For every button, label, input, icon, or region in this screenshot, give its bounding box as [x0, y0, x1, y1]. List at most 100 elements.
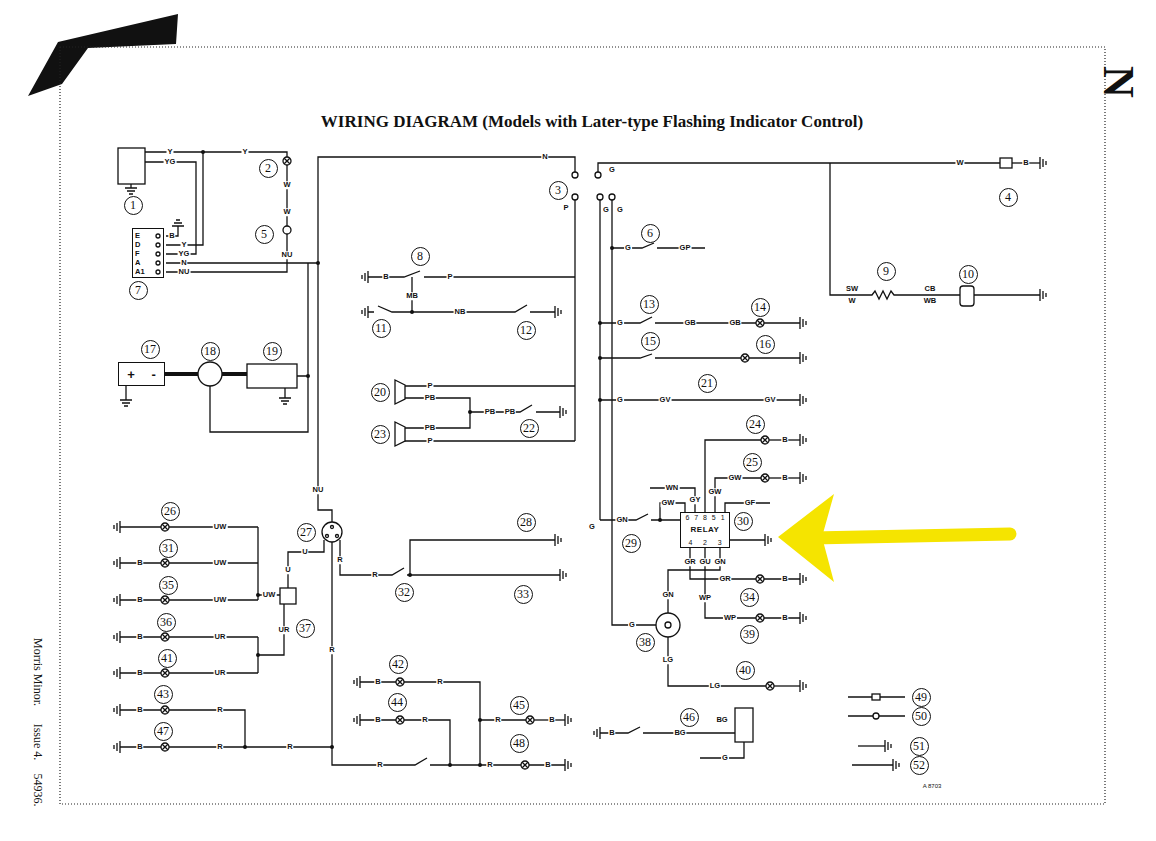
- wire: [340, 540, 560, 575]
- wire-colour-code: GR: [683, 558, 696, 566]
- callout-number: 36: [157, 613, 176, 632]
- callout-number: 8: [411, 247, 430, 266]
- wire-colour-code: P: [446, 273, 453, 281]
- text-row: 41: [161, 652, 173, 664]
- wire-colour-code: B: [136, 743, 143, 751]
- callout-number: 47: [154, 722, 173, 741]
- wire: [156, 243, 160, 247]
- wire: [172, 220, 184, 226]
- wire-colour-code: R: [328, 646, 335, 654]
- wire: [800, 317, 806, 329]
- wire: [735, 708, 753, 742]
- text-row: 43: [157, 688, 169, 700]
- callout-number: 10: [962, 268, 974, 280]
- wire-junction: [478, 763, 482, 767]
- wire: [120, 526, 161, 527]
- wire-colour-code: B: [136, 633, 143, 641]
- wire: [161, 669, 169, 677]
- callout-number: 9: [883, 265, 889, 277]
- scan-edge: [28, 14, 178, 96]
- callout-number: 42: [392, 658, 404, 670]
- callout-number: 38: [639, 636, 651, 648]
- text-row: 35: [162, 579, 174, 591]
- callout-number: 35: [159, 576, 178, 595]
- callout-number: 13: [640, 295, 659, 314]
- wire: [283, 157, 291, 165]
- callout-number: 2: [259, 159, 278, 178]
- wire-colour-code: R: [436, 678, 443, 686]
- wire-junction: [306, 374, 310, 378]
- callout-number: 42: [389, 655, 408, 674]
- terminal-marking: +: [127, 368, 135, 381]
- wire-colour-code: BG: [715, 716, 728, 724]
- wire-colour-code: UR: [214, 633, 227, 641]
- callout-number: 45: [513, 699, 525, 711]
- wire-colour-code: GV: [659, 396, 672, 404]
- wire: [1040, 157, 1046, 169]
- wire-colour-code: B: [136, 596, 143, 604]
- wire: [560, 569, 566, 581]
- wire-colour-code: SW: [845, 285, 859, 293]
- wire-colour-code: WB: [923, 297, 938, 305]
- callout-number: 25: [746, 456, 758, 468]
- text-row: 45: [513, 699, 525, 711]
- callout-number: 52: [910, 756, 929, 775]
- callout-number: 19: [263, 342, 282, 361]
- wire: [974, 294, 1040, 295]
- page-footer: Issue 4.: [32, 723, 44, 762]
- wire-colour-code: R: [486, 761, 493, 769]
- callout-number: 38: [636, 633, 655, 652]
- callout-number: 27: [300, 526, 312, 538]
- wire-colour-code: UR: [278, 626, 291, 634]
- wire: [280, 588, 296, 604]
- wire-colour-code: UW: [213, 596, 228, 604]
- wire-colour-code: GB: [728, 319, 741, 327]
- text-row: 46: [683, 711, 695, 723]
- callout-number: 49: [912, 688, 931, 707]
- text-row: 47: [157, 725, 169, 737]
- wire-colour-code: B: [1022, 159, 1029, 167]
- wire-junction: [256, 653, 260, 657]
- wire-colour-code: PB: [484, 408, 496, 416]
- wire: [114, 521, 120, 533]
- wire: [405, 386, 575, 441]
- text-row: 31: [162, 542, 174, 554]
- callout-number: 39: [743, 628, 755, 640]
- callout-number: 28: [520, 516, 532, 528]
- callout-number: 37: [299, 622, 311, 634]
- wire: [800, 612, 806, 624]
- wire-junction: [598, 321, 602, 325]
- wire: [756, 614, 764, 622]
- text-row: F: [133, 249, 163, 258]
- callout-number: 43: [154, 685, 173, 704]
- callout-number: 15: [641, 332, 660, 351]
- wire: [893, 759, 899, 771]
- callout-number: 29: [625, 537, 637, 549]
- text-row: 39: [743, 628, 755, 640]
- wire: [297, 263, 308, 376]
- callout-number: 18: [201, 342, 220, 361]
- wire-colour-code: U: [284, 566, 291, 574]
- callout-number: 3: [555, 184, 561, 196]
- wire: [800, 352, 806, 364]
- wire: [612, 200, 656, 625]
- wire: [668, 548, 720, 613]
- wire-colour-code: G: [628, 621, 636, 629]
- wire-colour-code: YG: [164, 158, 177, 166]
- callout-number: 7: [135, 284, 141, 296]
- wire: [572, 172, 578, 178]
- callout-number: 11: [372, 319, 391, 338]
- callout-number: 36: [160, 616, 172, 628]
- wire-junction: [410, 310, 414, 314]
- wire: [761, 436, 769, 444]
- text-row: 21: [701, 377, 713, 389]
- callout-number: 52: [913, 759, 925, 771]
- wire-colour-code: N: [180, 259, 187, 267]
- text-row: 20: [374, 386, 386, 398]
- wire: [210, 376, 308, 432]
- highlight-arrow: [812, 534, 1010, 538]
- wire-junction: [201, 150, 662, 767]
- callout-number: 35: [162, 579, 174, 591]
- wire: [800, 472, 806, 484]
- wire-colour-code: R: [286, 743, 293, 751]
